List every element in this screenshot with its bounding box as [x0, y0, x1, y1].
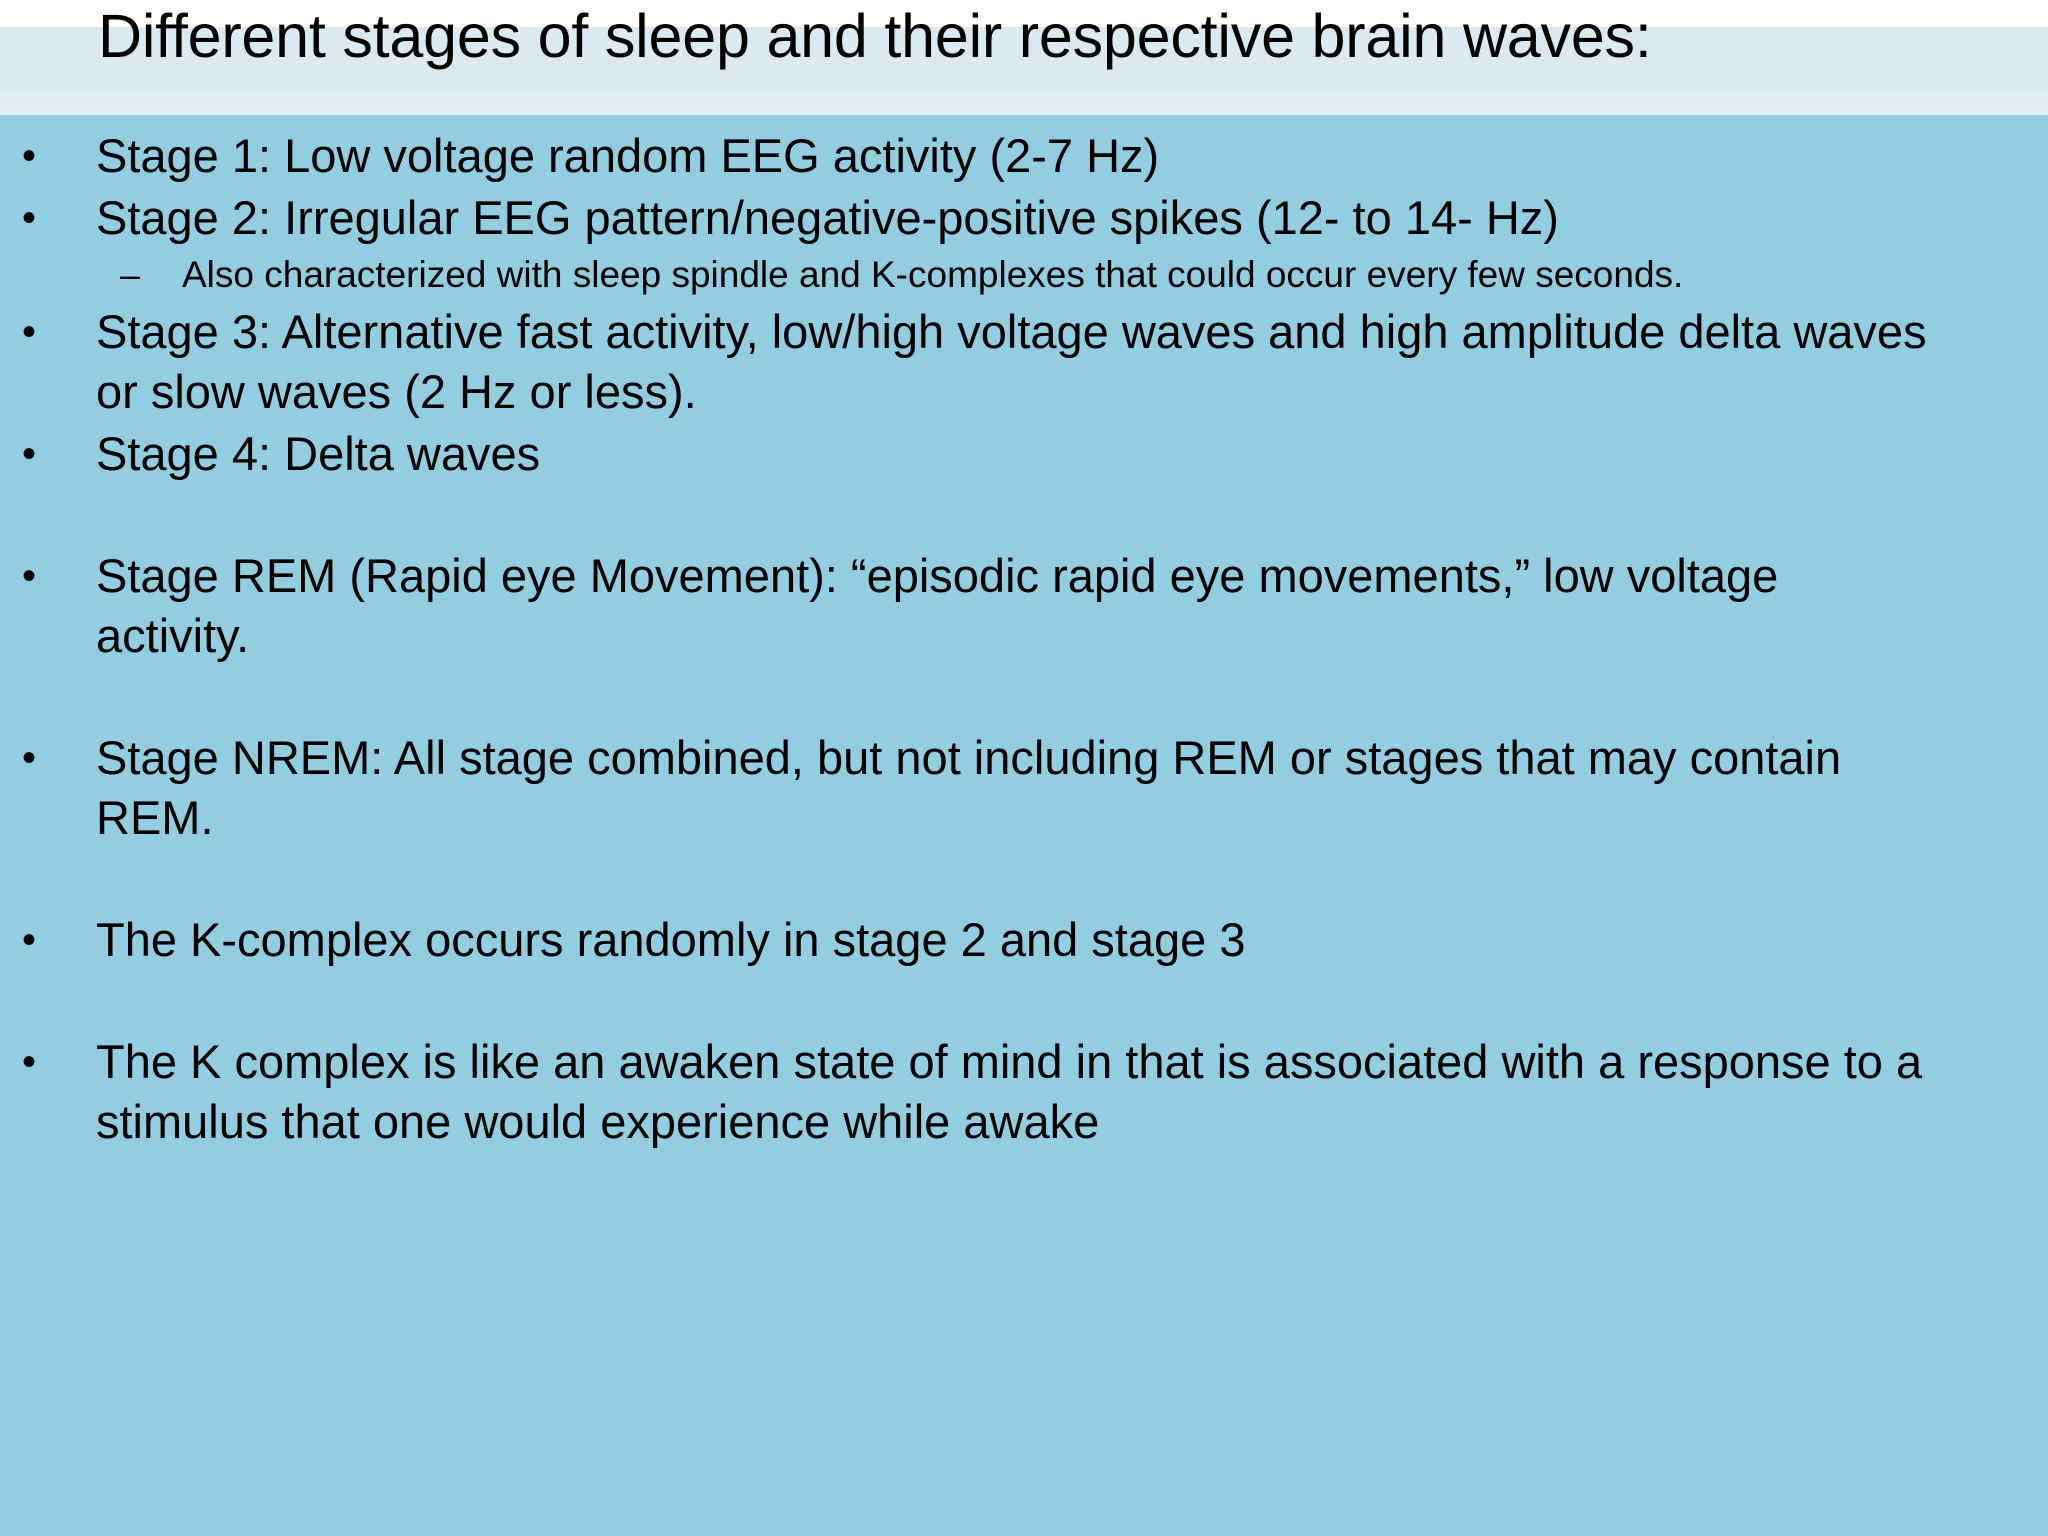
bullet-dot-icon: • [22, 432, 37, 476]
bullet-text: Stage 3: Alternative fast activity, low/… [96, 305, 1927, 418]
bullet-dash-icon: – [120, 254, 141, 295]
bullet-spacer [0, 972, 2048, 1032]
bullet-dot-icon: • [22, 310, 37, 354]
bullet-text: Stage 4: Delta waves [96, 427, 541, 480]
bullet-dot-icon: • [22, 134, 37, 178]
slide-title: Different stages of sleep and their resp… [98, 2, 1652, 70]
top-white-strip [0, 0, 2048, 27]
bullet-text: The K-complex occurs randomly in stage 2… [96, 913, 1246, 966]
bullet-text: Stage 1: Low voltage random EEG activity… [96, 129, 1160, 182]
bullet-item: • Stage 4: Delta waves [0, 424, 2048, 484]
bullet-text: Stage NREM: All stage combined, but not … [96, 731, 1842, 844]
body-background [0, 115, 2048, 1536]
bullet-text: Also characterized with sleep spindle an… [182, 254, 1684, 295]
bullet-dot-icon: • [22, 196, 37, 240]
bullet-text: The K complex is like an awaken state of… [96, 1035, 1923, 1148]
bullet-item: • Stage NREM: All stage combined, but not… [0, 728, 2048, 848]
bullet-item: • Stage 2: Irregular EEG pattern/negative… [0, 188, 2048, 248]
bullet-item: • Stage 3: Alternative fast activity, low… [0, 302, 2048, 422]
slide-body: • Stage 1: Low voltage random EEG activit… [0, 126, 2048, 1154]
bullet-item: • The K complex is like an awaken state o… [0, 1032, 2048, 1152]
bullet-item: • Stage 1: Low voltage random EEG activit… [0, 126, 2048, 186]
bullet-text: Stage 2: Irregular EEG pattern/negative-… [96, 191, 1559, 244]
bullet-dot-icon: • [22, 554, 37, 598]
bullet-item: • Stage REM (Rapid eye Movement): “episod… [0, 546, 2048, 666]
bullet-spacer [0, 850, 2048, 910]
bullet-item: –Also characterized with sleep spindle a… [0, 250, 2048, 300]
bullet-spacer [0, 668, 2048, 728]
bullet-spacer [0, 486, 2048, 546]
bullet-text: Stage REM (Rapid eye Movement): “episodi… [96, 549, 1779, 662]
bullet-dot-icon: • [22, 736, 37, 780]
title-background-band [0, 27, 2048, 115]
slide-title-block: Different stages of sleep and their resp… [0, 0, 2048, 118]
bullet-dot-icon: • [22, 1040, 37, 1084]
bullet-dot-icon: • [22, 918, 37, 962]
bullet-item: • The K-complex occurs randomly in stage … [0, 910, 2048, 970]
